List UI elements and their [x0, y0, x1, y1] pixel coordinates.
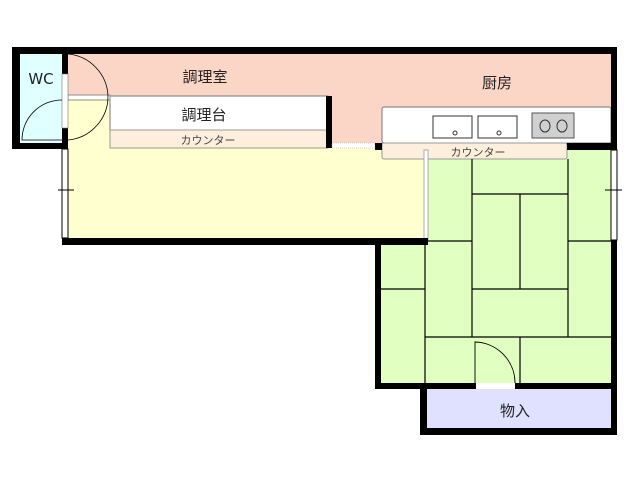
drain-icon — [452, 130, 458, 136]
door-swing-icon[interactable] — [67, 95, 109, 141]
island-wall — [326, 96, 332, 148]
kitchen-label: 厨房 — [482, 74, 512, 92]
stove — [531, 112, 575, 139]
door-gap — [67, 94, 111, 101]
sink — [432, 115, 473, 139]
wc-label: WC — [28, 70, 53, 88]
pass-through — [331, 142, 376, 149]
storage-door-gap — [476, 383, 515, 389]
storage-label: 物入 — [500, 402, 530, 420]
dining-floor — [68, 96, 110, 148]
burner-icon — [556, 119, 568, 133]
burner-icon — [539, 119, 551, 133]
dining-floor — [68, 148, 424, 238]
drain-icon — [496, 130, 502, 136]
tatami-mats — [381, 159, 611, 383]
counter-left-label: カウンター — [181, 134, 236, 147]
door-swing-icon[interactable] — [67, 53, 109, 97]
wc-door-gap — [61, 73, 69, 129]
window-right — [610, 149, 618, 241]
counter-right-label: カウンター — [451, 146, 506, 159]
cooking-room-label: 調理室 — [182, 68, 227, 86]
sink — [477, 115, 518, 139]
wc-floor — [20, 54, 62, 143]
window-left — [61, 148, 69, 239]
storage-floor — [427, 389, 611, 428]
door-swing-icon[interactable] — [21, 99, 63, 141]
door-swing-icon[interactable] — [474, 341, 516, 384]
cooking-table-label: 調理台 — [181, 106, 226, 124]
tatami-floor — [381, 240, 611, 383]
partition — [423, 149, 429, 241]
